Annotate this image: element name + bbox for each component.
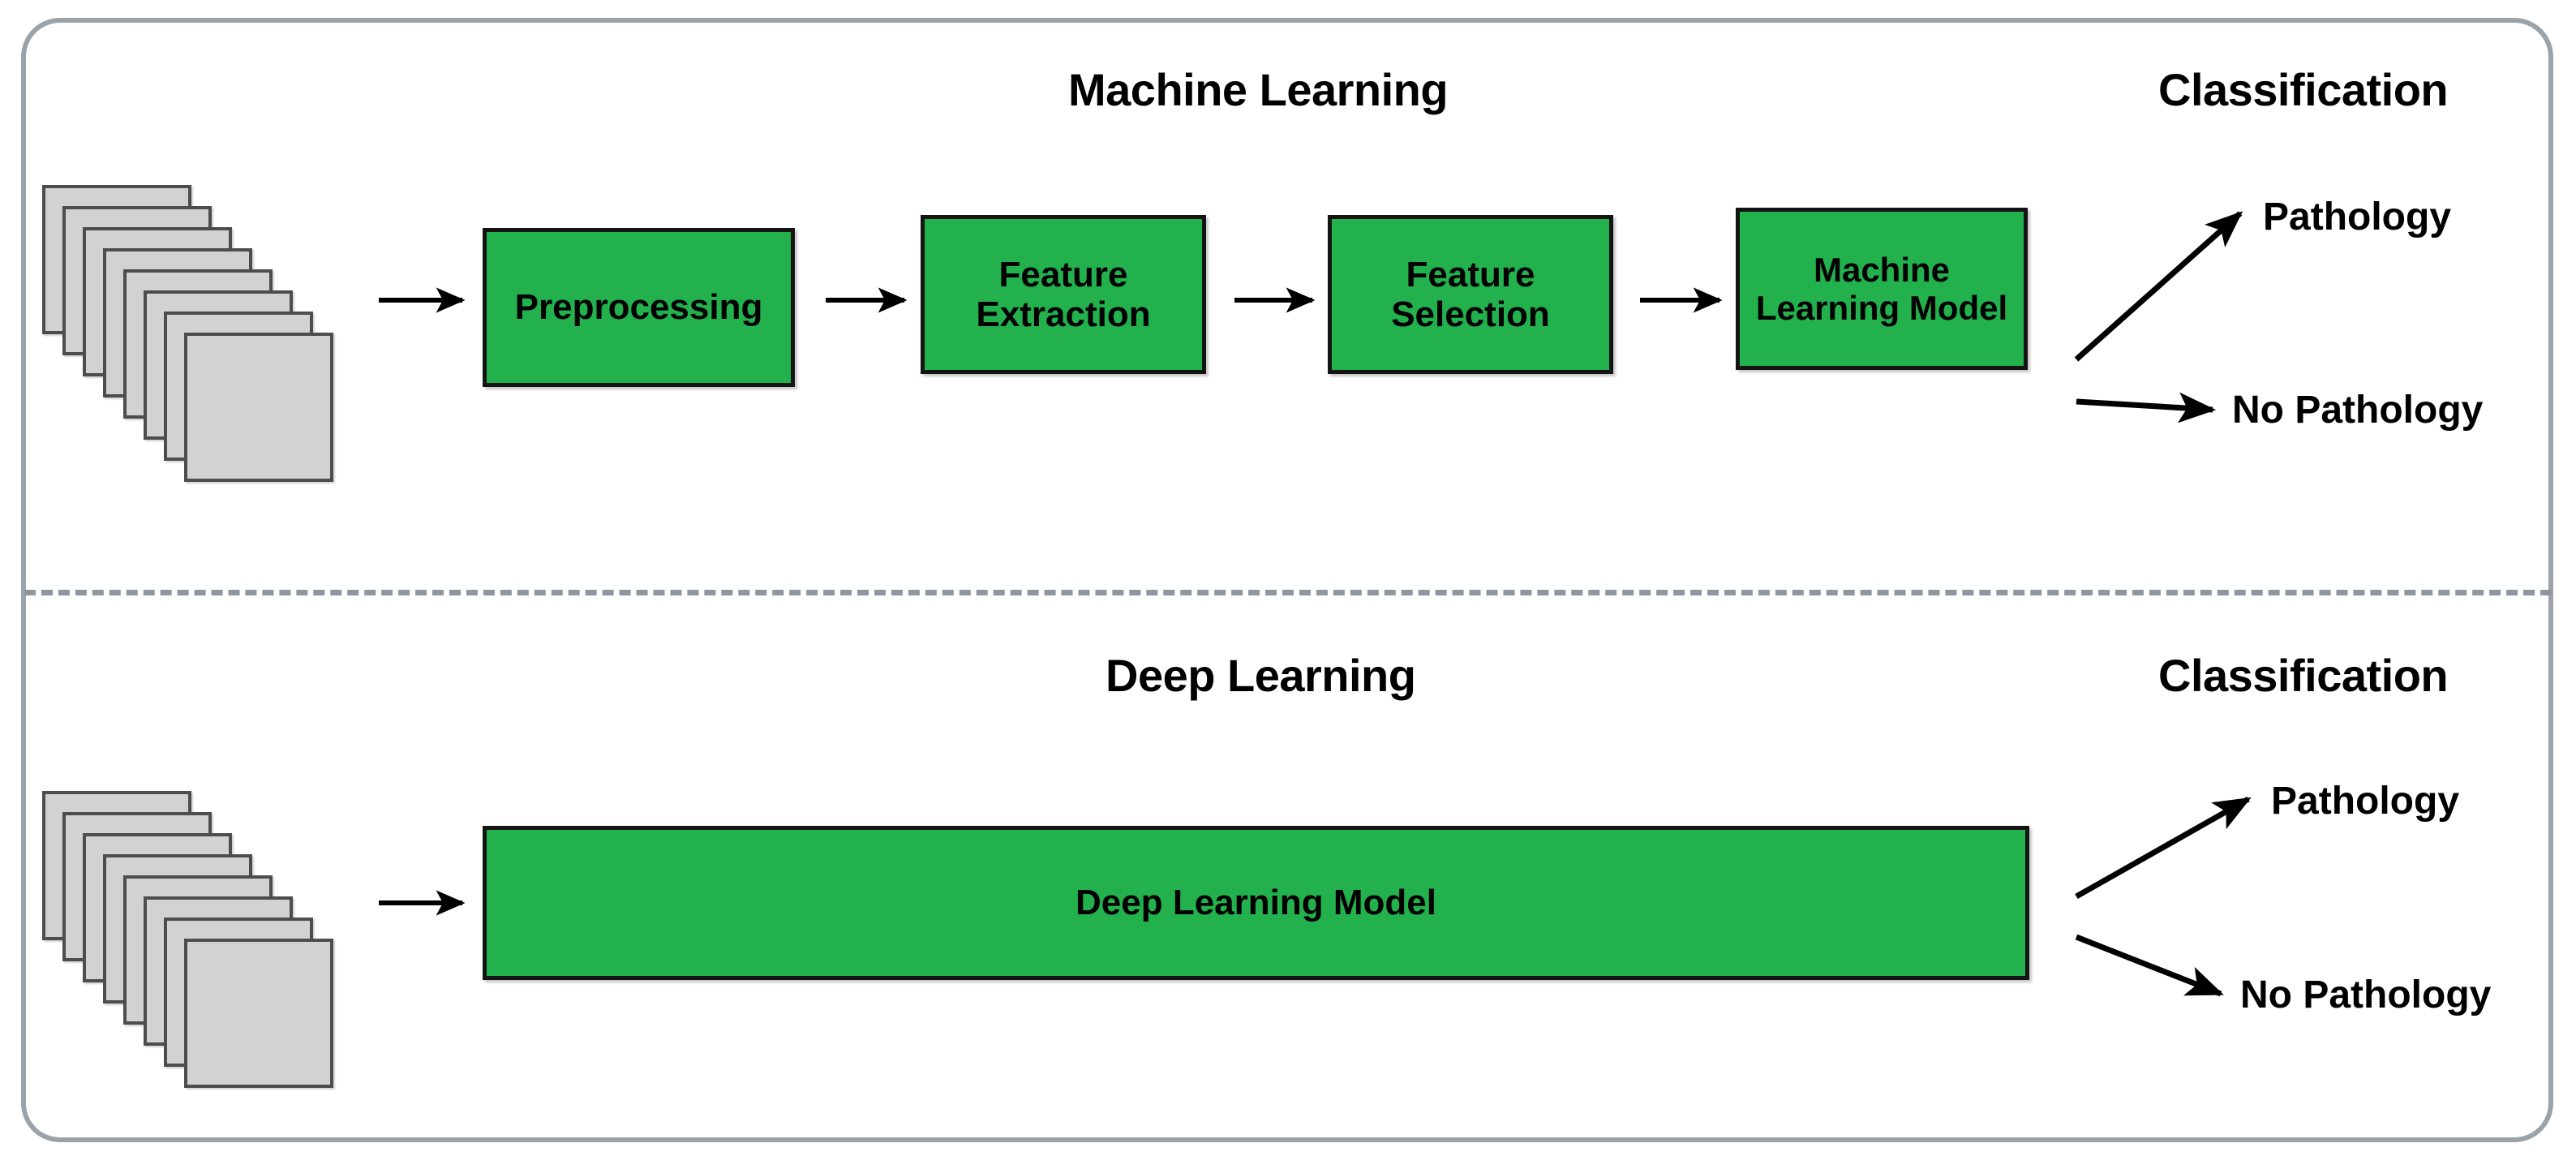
ml-step-feature-selection-line-0: Feature (1406, 254, 1535, 294)
ml-step-feature-extraction[interactable]: Feature Extraction (921, 215, 1206, 374)
ml-step-machine-learning-model-line-0: Machine (1813, 250, 1951, 289)
input-images-stack-ml (42, 185, 350, 509)
ml-step-preprocessing[interactable]: Preprocessing (483, 228, 795, 387)
section-divider (24, 590, 2552, 595)
ml-step-machine-learning-model-line-1: Learning Model (1755, 289, 2008, 327)
dl-outcome-pathology: Pathology (2271, 780, 2460, 823)
classification-title-top: Classification (2158, 64, 2449, 115)
ml-outcome-pathology: Pathology (2263, 196, 2452, 239)
ml-step-feature-selection-line-1: Selection (1391, 294, 1550, 334)
image-sheet (184, 939, 333, 1088)
dl-step-deep-learning-model-line-0: Deep Learning Model (1075, 883, 1436, 923)
ml-step-feature-extraction-line-0: Feature (998, 254, 1128, 294)
image-sheet (184, 333, 333, 482)
classification-title-bottom: Classification (2158, 650, 2449, 701)
deep-learning-title: Deep Learning (1106, 650, 1416, 701)
diagram-outer-border (21, 18, 2553, 1142)
ml-step-feature-selection[interactable]: Feature Selection (1328, 215, 1613, 374)
dl-step-deep-learning-model[interactable]: Deep Learning Model (483, 826, 2029, 980)
ml-step-preprocessing-line-0: Preprocessing (514, 287, 763, 328)
ml-outcome-no-pathology: No Pathology (2232, 389, 2484, 432)
input-images-stack-dl (42, 791, 350, 1115)
ml-step-feature-extraction-line-1: Extraction (976, 294, 1151, 334)
dl-outcome-no-pathology: No Pathology (2240, 973, 2492, 1016)
machine-learning-title: Machine Learning (1068, 64, 1449, 115)
ml-step-machine-learning-model[interactable]: Machine Learning Model (1736, 208, 2028, 370)
